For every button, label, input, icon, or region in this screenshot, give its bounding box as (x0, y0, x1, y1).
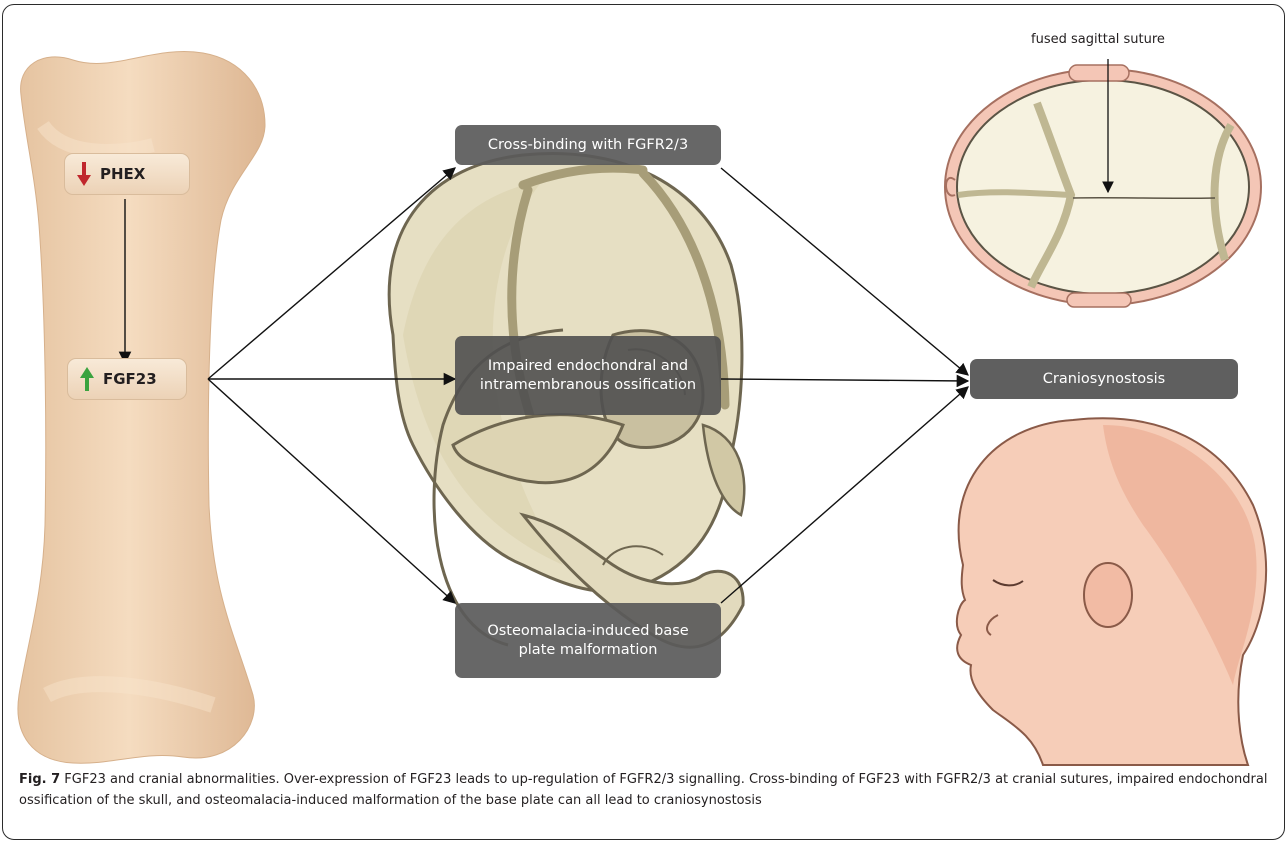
infant-illustration (957, 418, 1266, 765)
arrow-osteomalacia-to-craniosynostosis (721, 387, 968, 603)
impaired-ossification-box: Impaired endochondral and intramembranou… (455, 336, 721, 415)
osteomalacia-box: Osteomalacia-induced base plate malforma… (455, 603, 721, 678)
arrow-impaired-to-craniosynostosis (721, 379, 968, 381)
cross-binding-box: Cross-binding with FGFR2/3 (455, 125, 721, 165)
phex-label: PHEX (100, 165, 145, 183)
up-arrow-icon (80, 367, 94, 391)
fgf23-box: FGF23 (67, 358, 187, 400)
arrow-cross-binding-to-craniosynostosis (721, 168, 968, 375)
caption-text: FGF23 and cranial abnormalities. Over-ex… (19, 772, 1267, 808)
phex-box: PHEX (64, 153, 190, 195)
figure-caption: Fig. 7 FGF23 and cranial abnormalities. … (19, 769, 1274, 811)
fused-sagittal-suture-label: fused sagittal suture (998, 32, 1198, 47)
craniosynostosis-box: Craniosynostosis (970, 359, 1238, 399)
figure-number: Fig. 7 (19, 772, 60, 787)
skull-top-view-illustration (945, 59, 1261, 307)
down-arrow-icon (77, 162, 91, 186)
figure-frame: PHEX FGF23 Cross-binding with FGFR2/3 Im… (2, 4, 1285, 840)
fgf23-label: FGF23 (103, 370, 157, 388)
